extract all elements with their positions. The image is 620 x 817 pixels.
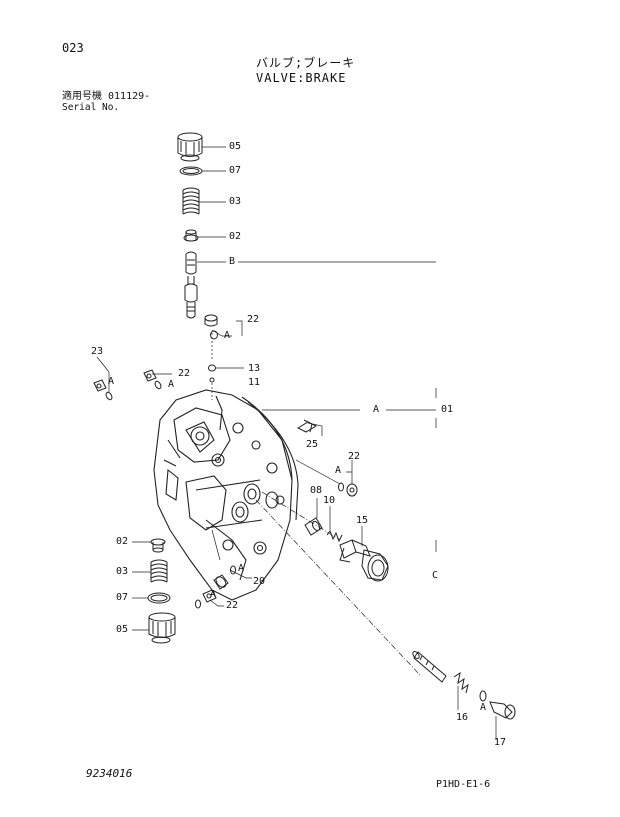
parts-13-11 bbox=[208, 364, 216, 383]
serial-label-japanese: 適用号機 011129- bbox=[62, 91, 151, 102]
title-japanese: バルブ;ブレーキ bbox=[256, 56, 356, 70]
sleeve-part-08 bbox=[304, 517, 323, 536]
spool-assembly-b bbox=[184, 251, 198, 319]
callout-15: 15 bbox=[356, 515, 369, 526]
callout-16: 16 bbox=[456, 712, 469, 723]
shaft-part-16 bbox=[412, 651, 447, 683]
callout-13: 13 bbox=[248, 363, 261, 374]
plug-part-22-d bbox=[202, 589, 217, 603]
callout-05-left: 05 bbox=[116, 624, 129, 635]
body-leader-lines bbox=[211, 388, 437, 676]
serial-label-english: Serial No. bbox=[62, 102, 120, 113]
callout-a-d: A bbox=[238, 563, 245, 574]
document-code-left: 9234016 bbox=[86, 767, 133, 780]
o-ring-part-07-left bbox=[147, 592, 171, 604]
callout-a-top: A bbox=[224, 330, 231, 341]
plug-part-22-b bbox=[143, 369, 157, 382]
o-ring-part-07-top bbox=[179, 166, 203, 176]
callout-03-top: 03 bbox=[229, 196, 242, 207]
o-ring-22-c bbox=[338, 482, 344, 492]
page-number: 023 bbox=[62, 41, 84, 55]
callout-10: 10 bbox=[323, 495, 336, 506]
spring-part-16 bbox=[453, 671, 469, 694]
callout-a-c: A bbox=[335, 465, 342, 476]
plug-part-05-top bbox=[177, 132, 203, 162]
callout-03-left: 03 bbox=[116, 566, 129, 577]
plug-part-05-left bbox=[148, 612, 176, 644]
seat-part-02-top bbox=[183, 229, 199, 242]
callout-07-top: 07 bbox=[229, 165, 242, 176]
small-plug-part-22-a bbox=[204, 314, 218, 327]
leader-lines-left bbox=[132, 541, 151, 631]
callout-22-a: 22 bbox=[247, 314, 260, 325]
o-ring-a-lower bbox=[195, 599, 201, 609]
document-code-right: P1HD-E1-6 bbox=[436, 779, 491, 790]
callout-07-left: 07 bbox=[116, 592, 129, 603]
callout-22-c: 22 bbox=[348, 451, 361, 462]
fitting-part-25 bbox=[296, 419, 318, 433]
spring-part-10 bbox=[326, 529, 343, 543]
o-ring-17 bbox=[479, 690, 487, 702]
callout-22-d: 22 bbox=[226, 600, 239, 611]
callout-a-23: A bbox=[108, 376, 115, 387]
fitting-part-20 bbox=[213, 565, 236, 590]
seat-part-02-left bbox=[150, 538, 166, 553]
callout-22-b: 22 bbox=[178, 368, 191, 379]
leader-23 bbox=[96, 356, 110, 392]
callout-05-top: 05 bbox=[229, 141, 242, 152]
spring-part-03-left bbox=[150, 559, 168, 583]
callout-c: C bbox=[432, 570, 439, 581]
callout-20: 20 bbox=[253, 576, 266, 587]
leader-lines-top bbox=[197, 146, 436, 400]
callout-25: 25 bbox=[306, 439, 319, 450]
callout-a-b: A bbox=[168, 379, 175, 390]
callout-01: 01 bbox=[441, 404, 454, 415]
valve-body bbox=[153, 389, 299, 601]
plug-part-22-c bbox=[346, 483, 358, 497]
callout-b: B bbox=[229, 256, 236, 267]
valve-cartridge-part-15 bbox=[339, 539, 389, 582]
o-ring-23 bbox=[105, 391, 113, 401]
callout-08: 08 bbox=[310, 485, 323, 496]
callout-11: 11 bbox=[248, 377, 261, 388]
callout-02-top: 02 bbox=[229, 231, 242, 242]
plug-part-23 bbox=[93, 379, 107, 392]
o-ring-22-b bbox=[154, 380, 162, 390]
o-ring-a-top bbox=[210, 330, 218, 340]
plug-part-17 bbox=[489, 701, 516, 720]
callout-a-e: A bbox=[210, 589, 217, 600]
callout-23: 23 bbox=[91, 346, 104, 357]
callout-17: 17 bbox=[494, 737, 507, 748]
callout-02-left: 02 bbox=[116, 536, 129, 547]
title-english: VALVE:BRAKE bbox=[256, 71, 347, 85]
callout-a-01: A bbox=[373, 404, 380, 415]
spring-part-03-top bbox=[182, 187, 200, 215]
callout-a-f: A bbox=[480, 702, 487, 713]
